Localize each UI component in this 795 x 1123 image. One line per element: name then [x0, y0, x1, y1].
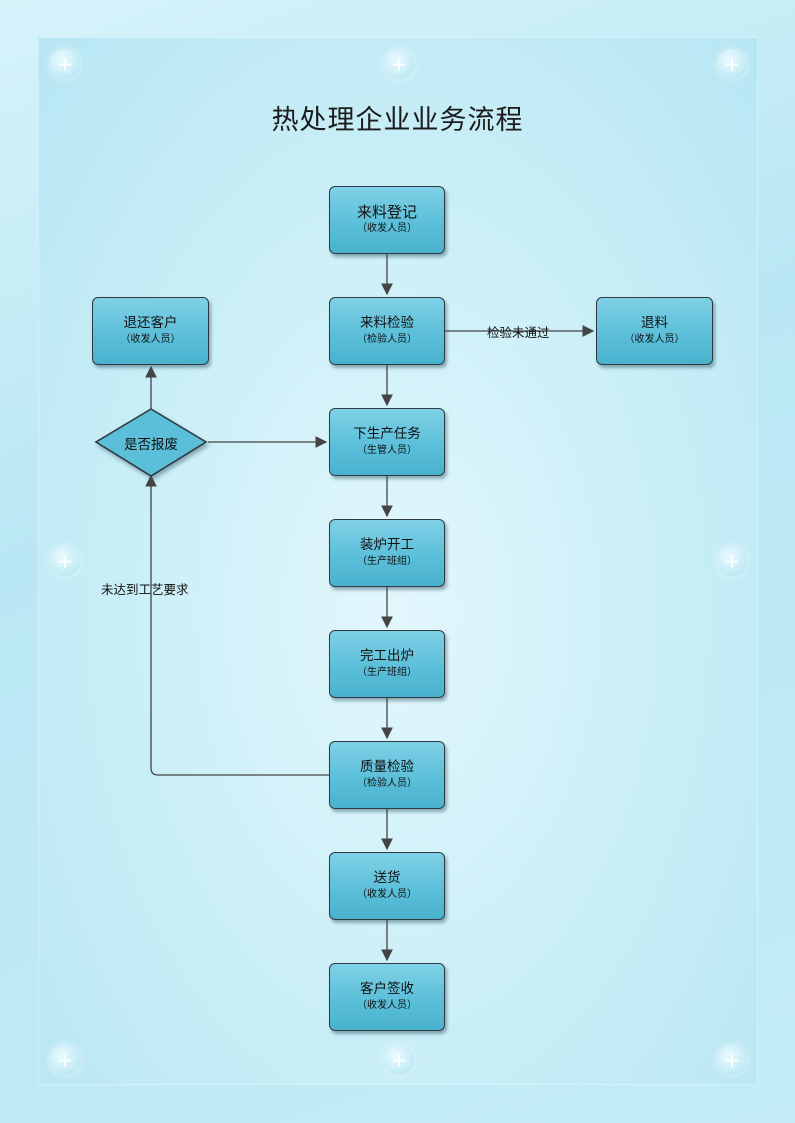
node-role: （生产班组）: [357, 667, 417, 678]
node-role: （收发人员）: [357, 889, 417, 900]
node-role: （收发人员）: [357, 223, 417, 234]
node-delivery: 送货 （收发人员）: [329, 852, 445, 920]
node-label: 退还客户: [123, 315, 178, 331]
node-label: 装炉开工: [360, 537, 414, 553]
node-label: 完工出炉: [360, 648, 414, 664]
node-label: 退料: [641, 315, 668, 331]
plus-circle-icon: +: [717, 1045, 747, 1075]
node-label: 来料检验: [360, 315, 414, 331]
plus-circle-icon: +: [384, 49, 414, 79]
edge-label-inspect-fail: 检验未通过: [487, 325, 550, 340]
node-load-furnace: 装炉开工 （生产班组）: [329, 519, 445, 587]
plus-circle-icon: +: [50, 49, 80, 79]
plus-circle-icon: +: [384, 1045, 414, 1075]
node-return-customer: 退还客户 （收发人员）: [92, 297, 209, 365]
node-role: （生管人员）: [357, 445, 417, 456]
edge-label-not-meet-requirement: 未达到工艺要求: [101, 582, 189, 597]
node-receive-register: 来料登记 （收发人员）: [329, 186, 445, 254]
plus-circle-icon: +: [717, 546, 747, 576]
node-role: （收发人员）: [120, 334, 181, 345]
node-customer-sign: 客户签收 （收发人员）: [329, 963, 445, 1031]
node-role: （收发人员）: [624, 334, 685, 345]
node-label: 送货: [373, 870, 401, 886]
diagram-title: 热处理企业业务流程: [271, 105, 524, 136]
decision-label: 是否报废: [124, 437, 178, 453]
node-quality-inspect: 质量检验 （检验人员）: [329, 741, 445, 809]
plus-circle-icon: +: [50, 546, 80, 576]
node-role: （收发人员）: [357, 1000, 417, 1011]
plus-circle-icon: +: [50, 1045, 80, 1075]
decision-diamond: [94, 408, 208, 477]
node-label: 来料登记: [356, 203, 417, 221]
node-role: （检验人员）: [357, 778, 417, 789]
node-incoming-inspect: 来料检验 （检验人员）: [329, 297, 445, 365]
node-finish-unload: 完工出炉 （生产班组）: [329, 630, 445, 698]
node-label: 下生产任务: [353, 426, 421, 442]
node-production-task: 下生产任务 （生管人员）: [329, 408, 445, 476]
node-label: 客户签收: [360, 981, 414, 997]
node-return-material: 退料 （收发人员）: [596, 297, 713, 365]
node-label: 质量检验: [360, 759, 414, 775]
plus-circle-icon: +: [717, 49, 747, 79]
node-role: （生产班组）: [357, 556, 417, 567]
edge-quality-to-decision: [145, 474, 329, 776]
node-role: （检验人员）: [357, 334, 417, 345]
